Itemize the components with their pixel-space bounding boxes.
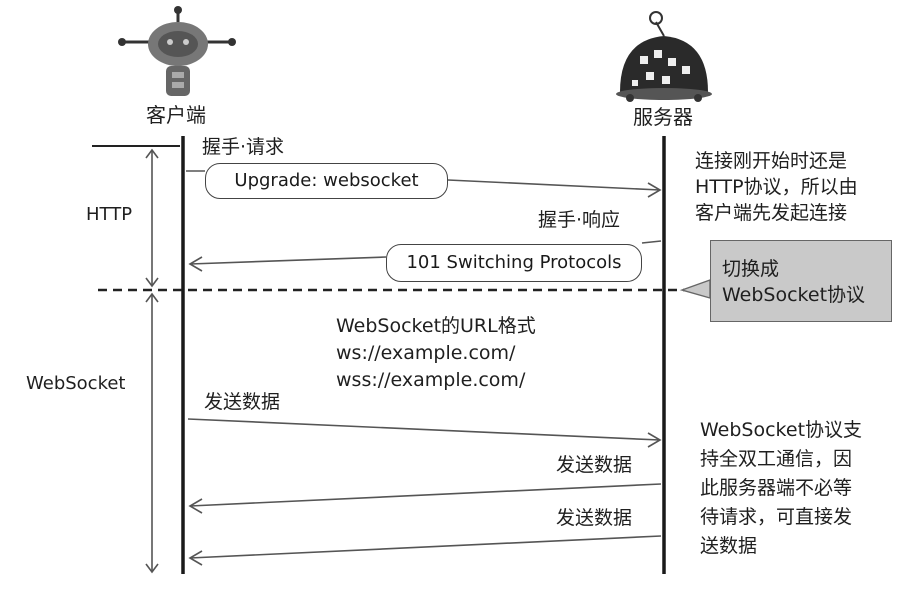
server-robot-icon xyxy=(616,11,712,102)
duplex-note: WebSocket协议支 持全双工通信，因 此服务器端不必等 待请求，可直接发 … xyxy=(700,416,862,561)
duplex-note-line: 此服务器端不必等 xyxy=(700,477,853,499)
wss-url-example: wss://example.com/ xyxy=(336,369,526,391)
http-phase-bracket xyxy=(145,148,159,288)
url-format-title: WebSocket的URL格式 xyxy=(336,315,536,337)
callout-line: WebSocket协议 xyxy=(722,284,866,306)
client-send-arrow xyxy=(187,418,662,448)
handshake-response-arrow xyxy=(188,240,662,272)
server-send-arrow-2 xyxy=(188,535,662,566)
duplex-note-line: 持全双工通信，因 xyxy=(700,448,853,470)
callout-pointer xyxy=(679,279,711,299)
upgrade-request-message: Upgrade: websocket xyxy=(205,163,448,199)
client-label: 客户端 xyxy=(146,103,206,127)
switch-callout-box xyxy=(710,240,892,322)
server-send-label-2: 发送数据 xyxy=(556,507,633,529)
switching-protocols-message: 101 Switching Protocols xyxy=(386,244,642,282)
client-send-label: 发送数据 xyxy=(204,391,281,413)
server-label: 服务器 xyxy=(633,105,693,129)
handshake-response-label: 握手·响应 xyxy=(538,209,621,231)
handshake-request-arrow xyxy=(186,170,662,198)
http-note-line: 连接刚开始时还是 xyxy=(695,150,848,172)
url-format-note: WebSocket的URL格式 ws://example.com/ wss://… xyxy=(336,313,536,394)
callout-line: 切换成 xyxy=(722,258,780,280)
duplex-note-line: 送数据 xyxy=(700,535,758,557)
handshake-request-label: 握手·请求 xyxy=(202,136,285,158)
websocket-phase-bracket xyxy=(145,292,159,574)
client-robot-icon xyxy=(118,6,236,96)
websocket-phase-label: WebSocket xyxy=(26,373,126,394)
server-send-arrow-1 xyxy=(188,483,662,514)
http-note: 连接刚开始时还是 HTTP协议，所以由 客户端先发起连接 xyxy=(695,148,858,226)
duplex-note-line: 待请求，可直接发 xyxy=(700,506,853,528)
switch-callout-text: 切换成 WebSocket协议 xyxy=(722,256,865,308)
duplex-note-line: WebSocket协议支 xyxy=(700,419,863,441)
http-phase-label: HTTP xyxy=(86,204,133,225)
ws-url-example: ws://example.com/ xyxy=(336,342,516,364)
server-send-label-1: 发送数据 xyxy=(556,454,633,476)
http-note-line: 客户端先发起连接 xyxy=(695,202,848,224)
http-note-line: HTTP协议，所以由 xyxy=(695,176,858,198)
